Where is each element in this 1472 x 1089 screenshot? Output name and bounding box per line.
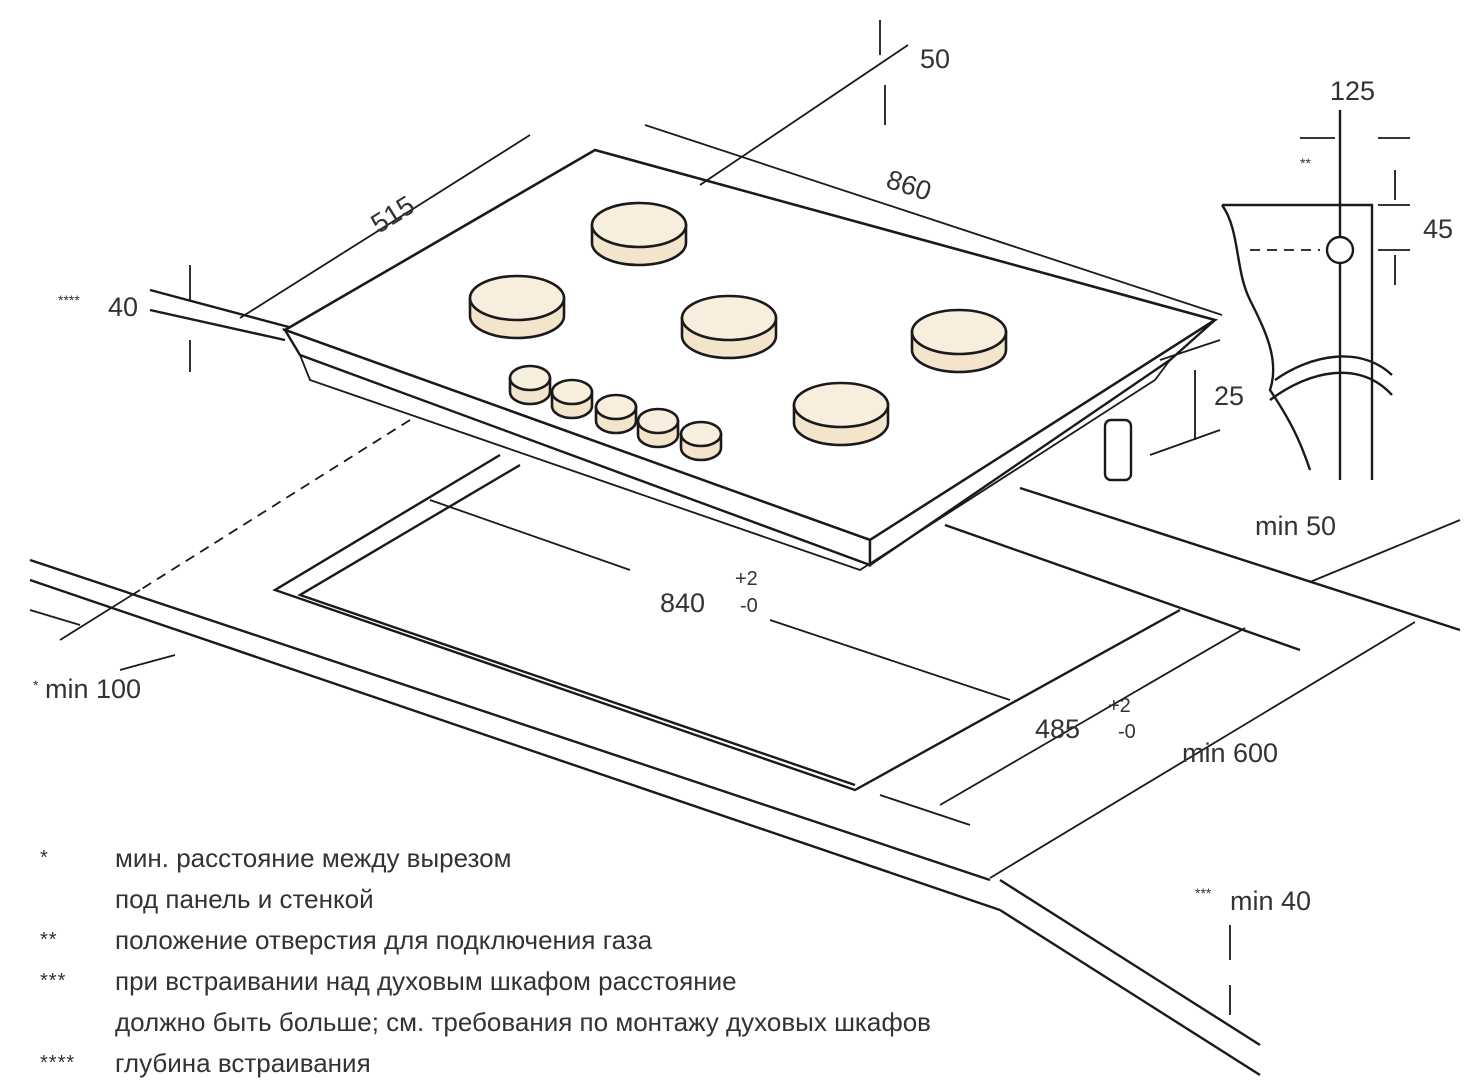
- cutout: [29, 453, 1461, 879]
- burner-right: [910, 308, 1008, 374]
- legend-text: под панель и стенкой: [115, 884, 374, 914]
- gas-hole: [1325, 235, 1355, 265]
- gas-mark: **: [1300, 155, 1311, 171]
- dim-side-min: min 50: [1255, 511, 1336, 541]
- legend-row: ** положение отверстия для подключения г…: [40, 920, 1240, 961]
- burner-rear: [590, 201, 688, 267]
- legend-row: должно быть больше; см. требования по мо…: [40, 1002, 1240, 1043]
- dim-rear-clearance: 50: [920, 44, 950, 74]
- worktop-right-edge: [1019, 486, 1461, 632]
- dim-worktop-thickness: min 40: [1230, 886, 1311, 916]
- dim-gas-x: 125: [1330, 76, 1375, 106]
- legend-row: **** глубина встраивания: [40, 1043, 1240, 1084]
- legend-row: под панель и стенкой: [40, 879, 1240, 920]
- worktop-front-edge-top: [29, 558, 991, 882]
- legend-text: глубина встраивания: [115, 1048, 371, 1078]
- legend-text: положение отверстия для подключения газа: [115, 925, 653, 955]
- legend-mark: ****: [40, 1052, 76, 1074]
- legend-row: * мин. расстояние между вырезом: [40, 838, 1240, 879]
- legend-mark: ***: [40, 970, 67, 992]
- cutout-depth-dim-line: [939, 627, 1246, 806]
- hob: [189, 20, 1223, 571]
- dim-front-clearance: 40: [108, 292, 138, 322]
- dim-cutout-width-tol-plus: +2: [735, 568, 758, 590]
- legend-row: *** при встраивании над духовым шкафом р…: [40, 961, 1240, 1002]
- knob: [550, 378, 594, 420]
- dim-left-mark: *: [33, 677, 39, 693]
- knob: [679, 420, 723, 462]
- dim-worktop-mark: ***: [1195, 885, 1212, 901]
- knob: [508, 364, 552, 406]
- cutout-width-dim-line: [429, 499, 631, 571]
- legend-mark: *: [40, 847, 49, 869]
- dim-height: 25: [1214, 381, 1244, 411]
- burner-front: [792, 381, 890, 447]
- legend-mark: **: [40, 929, 58, 951]
- gas-connection-detail: [1221, 110, 1410, 480]
- dim-cutout-width: 840: [660, 588, 705, 618]
- dim-front-mark: ****: [58, 292, 80, 308]
- wall-line-dashed: [139, 419, 411, 591]
- dim-cutout-width-tol-minus: -0: [740, 595, 758, 617]
- knobs: [508, 364, 723, 462]
- burners: [468, 201, 1008, 447]
- burner-center: [680, 294, 778, 360]
- knob: [594, 393, 638, 435]
- legend-text: при встраивании над духовым шкафом расст…: [115, 966, 737, 996]
- burner-left: [468, 274, 566, 340]
- dim-cutout-depth-tol-minus: -0: [1118, 721, 1136, 743]
- dim-gas-y: 45: [1423, 214, 1453, 244]
- dim-cutout-depth-tol-plus: +2: [1108, 695, 1131, 717]
- knob: [636, 407, 680, 449]
- legend: * мин. расстояние между вырезом под пане…: [40, 838, 1240, 1084]
- gas-connector: [1103, 418, 1133, 482]
- cutout-outline-outer: [272, 453, 1181, 792]
- legend-text: должно быть больше; см. требования по мо…: [115, 1007, 931, 1037]
- dim-cutout-depth: 485: [1035, 714, 1080, 744]
- dim-depth-top: 515: [366, 190, 420, 239]
- dim-left-min: min 100: [45, 674, 141, 704]
- depth-dim-line: [239, 134, 531, 319]
- dim-width-top: 860: [883, 164, 935, 206]
- worktop: [29, 288, 1461, 1077]
- worktop-depth-dim-line: [989, 621, 1416, 879]
- legend-text: мин. расстояние между вырезом: [115, 843, 512, 873]
- dim-worktop-depth: min 600: [1182, 738, 1278, 768]
